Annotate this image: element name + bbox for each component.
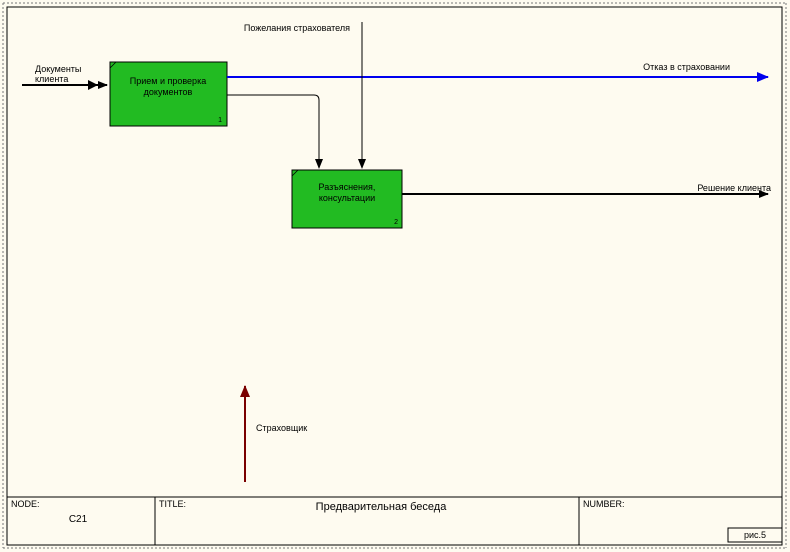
input-documents-label-line-1: Документы bbox=[35, 64, 81, 74]
activity-1-label-line-1: Прием и проверка bbox=[130, 76, 206, 86]
mechanism-insurer-label: Страховщик bbox=[256, 423, 307, 433]
activity-1-label-line-2: документов bbox=[144, 87, 193, 97]
activity-2-label-line-2: консультации bbox=[319, 193, 375, 203]
activity-1-number: 1 bbox=[218, 117, 222, 124]
title-block: NODE: C21 TITLE: Предварительная беседа … bbox=[7, 496, 783, 545]
node-label: NODE: bbox=[11, 499, 40, 509]
output-decision-label: Решение клиента bbox=[697, 183, 771, 193]
output-reject-label: Отказ в страховании bbox=[643, 62, 730, 72]
number-label: NUMBER: bbox=[583, 499, 625, 509]
control-wishes-label: Пожелания страхователя bbox=[244, 23, 350, 33]
number-box bbox=[727, 527, 783, 543]
title-value: Предварительная беседа bbox=[316, 501, 448, 513]
connector-arrow-1-to-2[interactable] bbox=[227, 94, 323, 169]
number-value: рис.5 bbox=[744, 530, 766, 540]
activity-2-number: 2 bbox=[394, 219, 398, 226]
title-label: TITLE: bbox=[159, 499, 186, 509]
activity-2-label-line-1: Разъяснения, bbox=[319, 182, 376, 192]
diagram-frame bbox=[6, 6, 783, 546]
activity-box-2[interactable]: Разъяснения, консультации 2 bbox=[291, 169, 403, 229]
input-arrow-documents[interactable] bbox=[22, 80, 108, 90]
input-documents-label-line-2: клиента bbox=[35, 74, 68, 84]
activity-box-1[interactable]: Прием и проверка документов 1 bbox=[109, 61, 228, 127]
node-value: C21 bbox=[69, 514, 88, 525]
